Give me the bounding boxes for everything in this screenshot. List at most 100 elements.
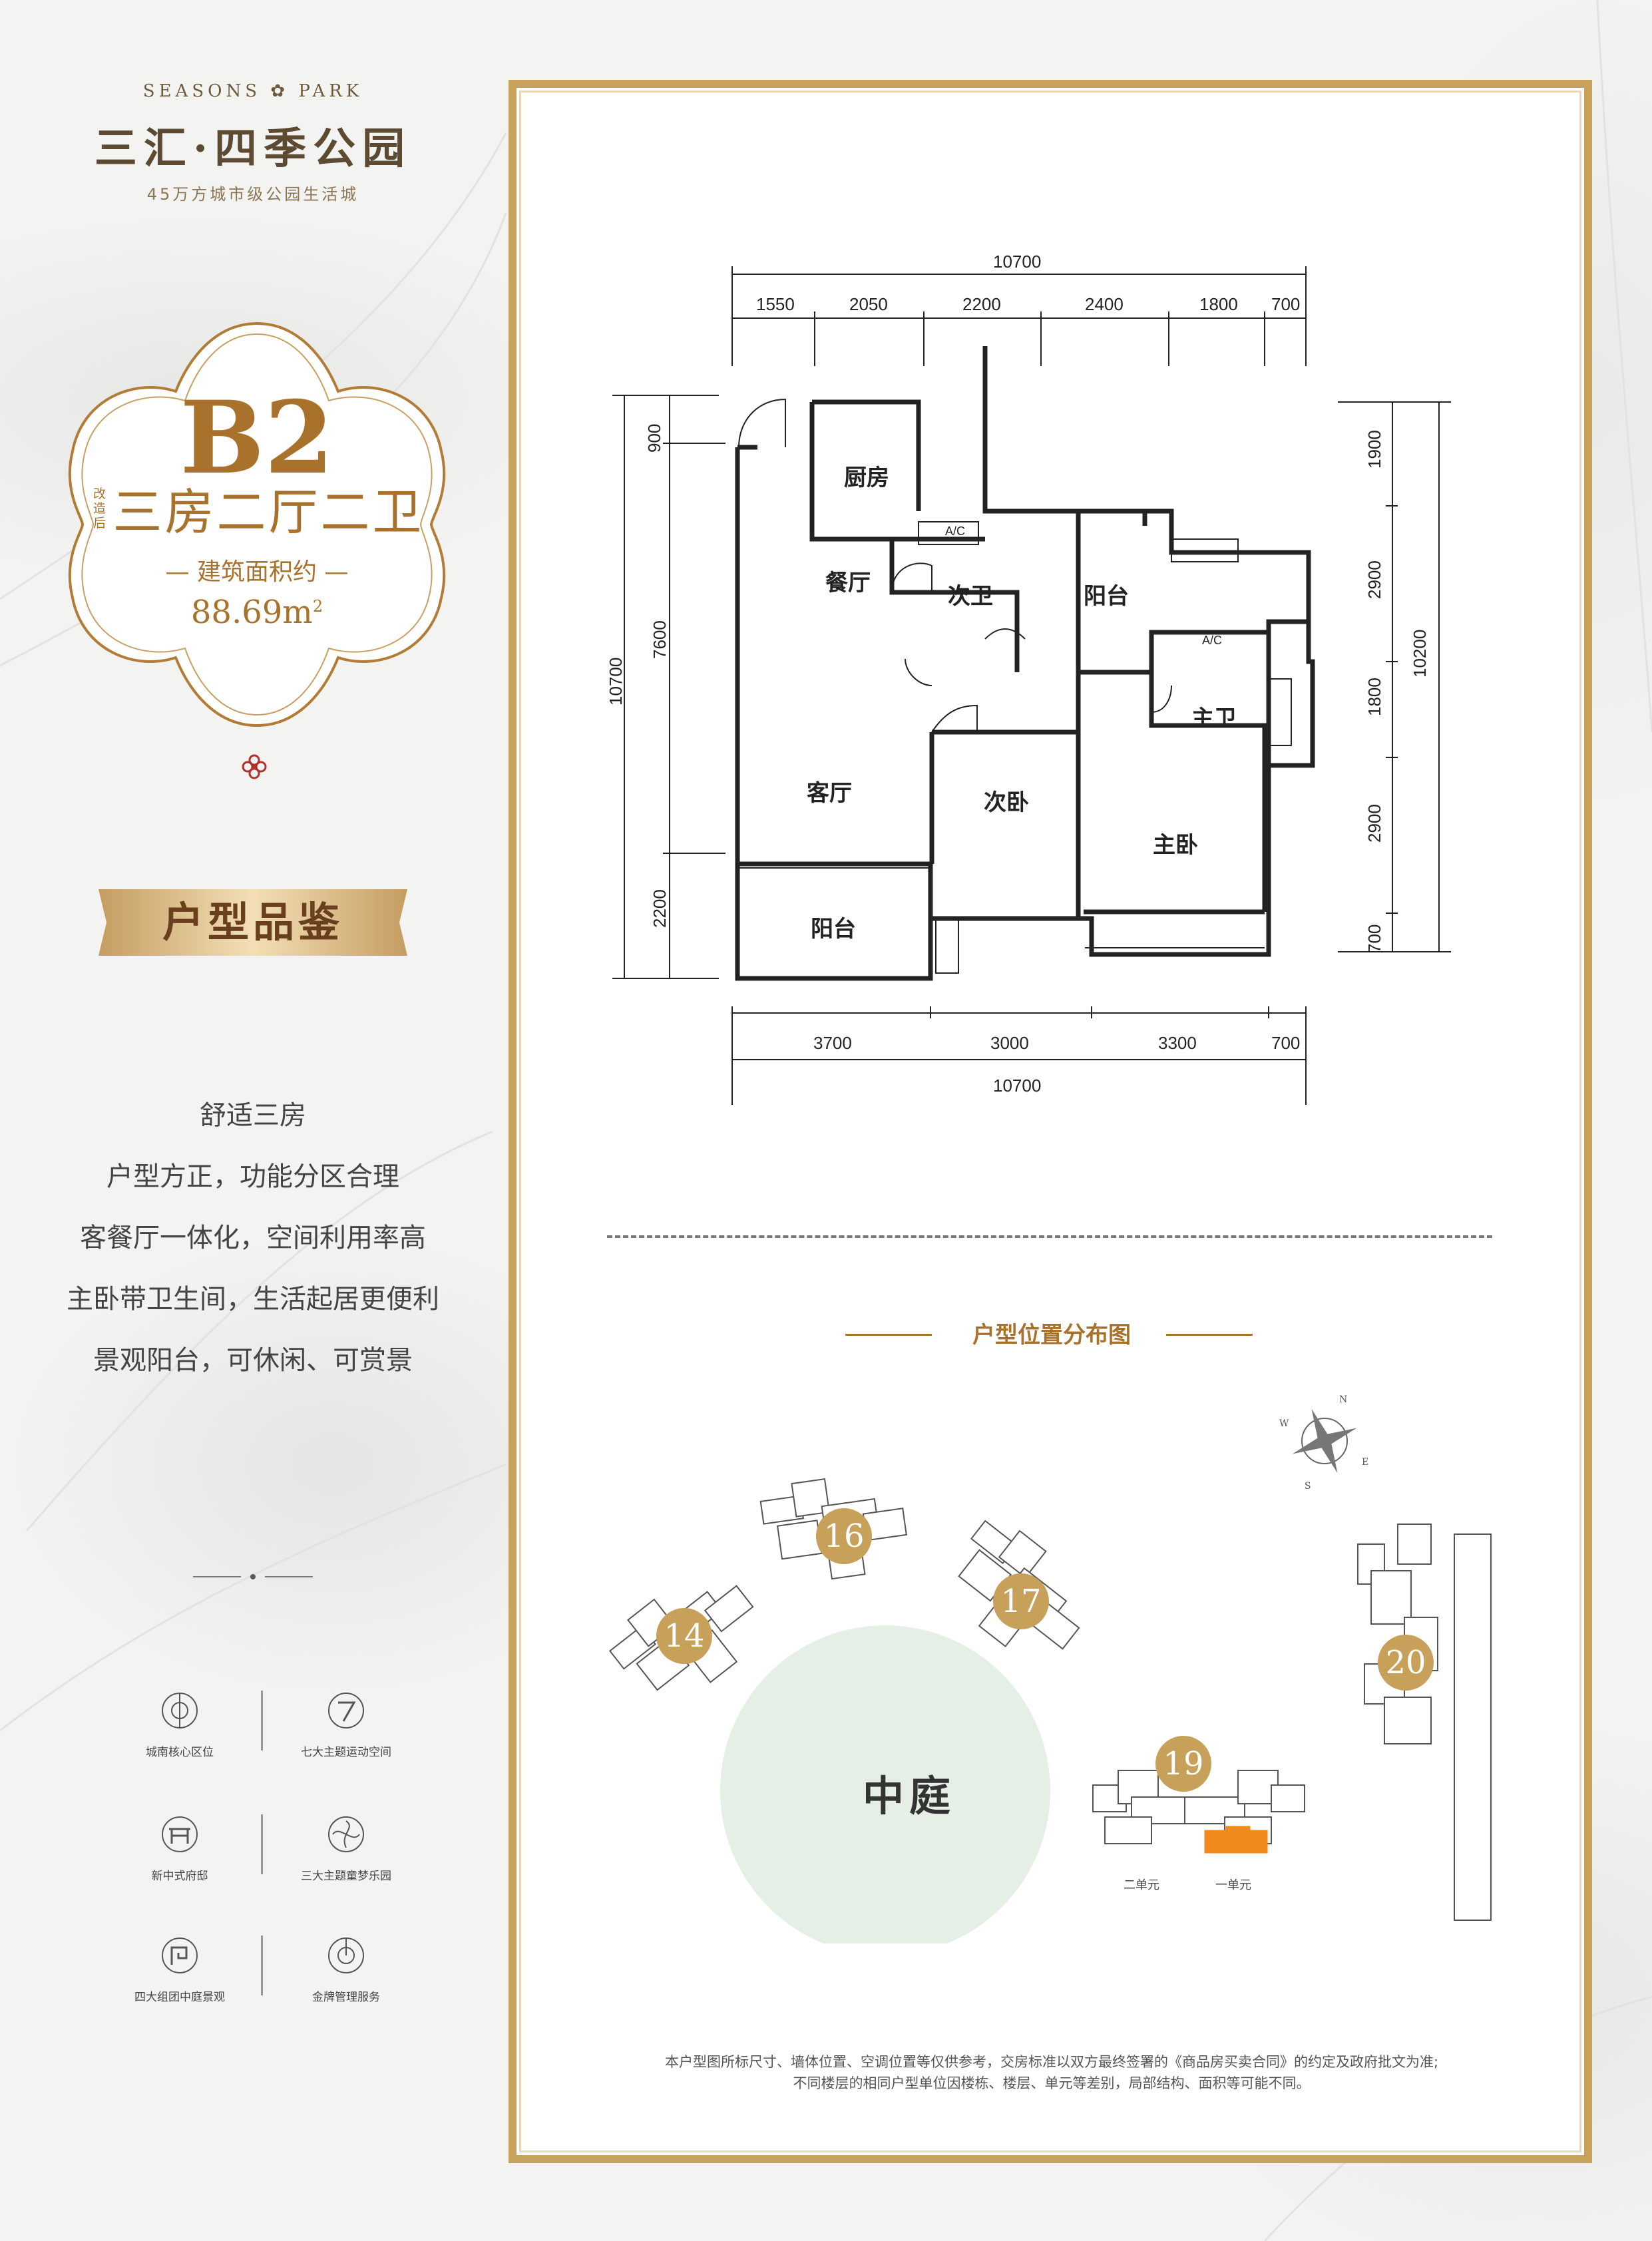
feature-item: 舒适三房 bbox=[200, 1100, 306, 1131]
unit-badge: B2 改造后 三房二厅二卫 — 建筑面积约 — 88.69m2 bbox=[59, 318, 455, 731]
site-map: N E S W bbox=[608, 1394, 1492, 1943]
brand-tagline: 45万方城市级公园生活城 bbox=[146, 185, 359, 204]
area-number: 88.69m bbox=[190, 594, 313, 631]
ac-label: A/C bbox=[1202, 634, 1223, 647]
amenity-item: 七大主题运动空间 bbox=[273, 1691, 419, 1759]
content-frame bbox=[509, 80, 1592, 2163]
target-icon bbox=[162, 1693, 198, 1729]
room-balcony-top: 阳台 bbox=[1084, 583, 1129, 610]
central-court-label: 中庭 bbox=[862, 1772, 956, 1820]
flower-ornament-icon bbox=[242, 754, 267, 779]
dim-right-total: 10200 bbox=[1410, 629, 1430, 678]
ac-label: A/C bbox=[945, 524, 966, 538]
dim-left: 7600 bbox=[650, 620, 670, 659]
dim-right: 700 bbox=[1364, 924, 1384, 953]
dim-left: 900 bbox=[644, 423, 664, 453]
dim-bottom: 3000 bbox=[990, 1033, 1029, 1053]
amenity-item: 金牌管理服务 bbox=[273, 1935, 419, 2004]
amenity-item: 三大主题童梦乐园 bbox=[273, 1814, 419, 1883]
amenity-item: 四大组团中庭景观 bbox=[106, 1935, 253, 2004]
dim-left-total: 10700 bbox=[606, 657, 626, 706]
room-living: 客厅 bbox=[807, 780, 852, 807]
dim-right: 2900 bbox=[1364, 804, 1384, 843]
grid-divider bbox=[261, 1814, 263, 1874]
dim-top: 1550 bbox=[756, 294, 795, 314]
amenity-item: 新中式府邸 bbox=[106, 1814, 253, 1883]
amenity-label: 金牌管理服务 bbox=[312, 1991, 380, 2004]
unit-two-label: 二单元 bbox=[1124, 1878, 1159, 1892]
brand-name-en: SEASONS ✿ PARK bbox=[142, 81, 363, 101]
map-title: 户型位置分布图 bbox=[972, 1322, 1131, 1348]
room-dining: 餐厅 bbox=[825, 570, 871, 596]
room-master-bed: 主卧 bbox=[1153, 832, 1198, 859]
svg-text:S: S bbox=[1305, 1481, 1311, 1492]
floor-plan-drawing bbox=[612, 266, 1451, 1105]
dim-top: 2400 bbox=[1085, 294, 1124, 314]
dim-left: 2200 bbox=[650, 889, 670, 928]
disclaimer: 本户型图所标尺寸、墙体位置、空调位置等仅供参考，交房标准以双方最终签署的《商品房… bbox=[559, 2051, 1544, 2094]
feature-item: 主卧带卫生间，生活起居更便利 bbox=[67, 1284, 439, 1315]
section-divider bbox=[607, 1235, 1492, 1238]
amenity-label: 七大主题运动空间 bbox=[301, 1746, 391, 1759]
building-20-outline bbox=[1357, 1524, 1438, 1744]
feature-item: 客餐厅一体化，空间利用率高 bbox=[80, 1223, 426, 1253]
feature-item: 户型方正，功能分区合理 bbox=[106, 1161, 399, 1192]
dim-bottom-total: 10700 bbox=[993, 1076, 1042, 1096]
svg-text:E: E bbox=[1362, 1457, 1368, 1468]
building-19-badge: 19 bbox=[1155, 1736, 1211, 1792]
dim-top: 2200 bbox=[962, 294, 1001, 314]
dim-top-total: 10700 bbox=[993, 252, 1042, 272]
swirl-icon bbox=[328, 1816, 364, 1852]
dim-bottom: 3300 bbox=[1158, 1033, 1197, 1053]
feature-list: 舒适三房 户型方正，功能分区合理 客餐厅一体化，空间利用率高 主卧带卫生间，生活… bbox=[40, 1085, 466, 1391]
disclaimer-line: 不同楼层的相同户型单位因楼栋、楼层、单元等差别，局部结构、面积等可能不同。 bbox=[793, 2075, 1311, 2091]
unit-type: 三房二厅二卫 bbox=[112, 484, 425, 541]
feature-item: 景观阳台，可休闲、可赏景 bbox=[93, 1345, 413, 1376]
badge-frame-icon bbox=[68, 321, 446, 727]
area-unit-sup: 2 bbox=[312, 597, 323, 616]
amenity-label: 城南核心区位 bbox=[146, 1746, 214, 1759]
room-second-bath: 次卫 bbox=[948, 583, 993, 610]
dim-top: 2050 bbox=[849, 294, 888, 314]
amenity-label: 四大组团中庭景观 bbox=[134, 1991, 225, 2004]
section-banner-title: 户型品鉴 bbox=[162, 898, 343, 946]
area-label: — 建筑面积约 — bbox=[165, 558, 349, 586]
brand-name-cn: 三汇·四季公园 bbox=[94, 124, 412, 174]
amenity-label: 三大主题童梦乐园 bbox=[301, 1870, 391, 1883]
divider-ornament bbox=[193, 1574, 313, 1579]
dim-right: 1900 bbox=[1364, 430, 1384, 469]
building-20-badge: 20 bbox=[1378, 1635, 1434, 1691]
highlighted-unit bbox=[1204, 1826, 1268, 1854]
amenity-item: 城南核心区位 bbox=[106, 1691, 253, 1759]
garden-icon bbox=[162, 1937, 198, 1973]
compass-icon: N E S W bbox=[1279, 1394, 1368, 1492]
section-banner-bg bbox=[99, 889, 407, 956]
svg-text:W: W bbox=[1279, 1418, 1289, 1429]
unit-note: 改造后 bbox=[93, 486, 106, 530]
building-14-badge: 14 bbox=[656, 1608, 712, 1664]
building-19-outline bbox=[1092, 1770, 1305, 1844]
room-kitchen: 厨房 bbox=[844, 465, 889, 491]
dim-top: 1800 bbox=[1199, 294, 1238, 314]
room-second-bed: 次卧 bbox=[984, 789, 1029, 816]
area-value: 88.69m2 bbox=[59, 594, 455, 631]
title-rule-left bbox=[845, 1334, 932, 1336]
clock-icon bbox=[328, 1937, 364, 1973]
gate-icon bbox=[162, 1816, 198, 1852]
grid-divider bbox=[261, 1691, 263, 1750]
disclaimer-line: 本户型图所标尺寸、墙体位置、空调位置等仅供参考，交房标准以双方最终签署的《商品房… bbox=[664, 2054, 1439, 2070]
seven-icon bbox=[328, 1693, 364, 1729]
unit-one-label: 一单元 bbox=[1215, 1878, 1251, 1892]
dim-bottom: 3700 bbox=[813, 1033, 852, 1053]
unit-code: B2 bbox=[180, 379, 334, 497]
amenity-label: 新中式府邸 bbox=[151, 1870, 208, 1883]
svg-text:N: N bbox=[1339, 1394, 1347, 1405]
room-master-bath: 主卫 bbox=[1191, 706, 1237, 732]
building-16-badge: 16 bbox=[816, 1508, 872, 1564]
dim-bottom: 700 bbox=[1271, 1033, 1301, 1053]
building-17-badge: 17 bbox=[993, 1573, 1049, 1629]
dim-top: 700 bbox=[1271, 294, 1301, 314]
dim-right: 2900 bbox=[1364, 560, 1384, 599]
title-rule-right bbox=[1166, 1334, 1253, 1336]
central-court-circle bbox=[720, 1625, 1050, 1943]
